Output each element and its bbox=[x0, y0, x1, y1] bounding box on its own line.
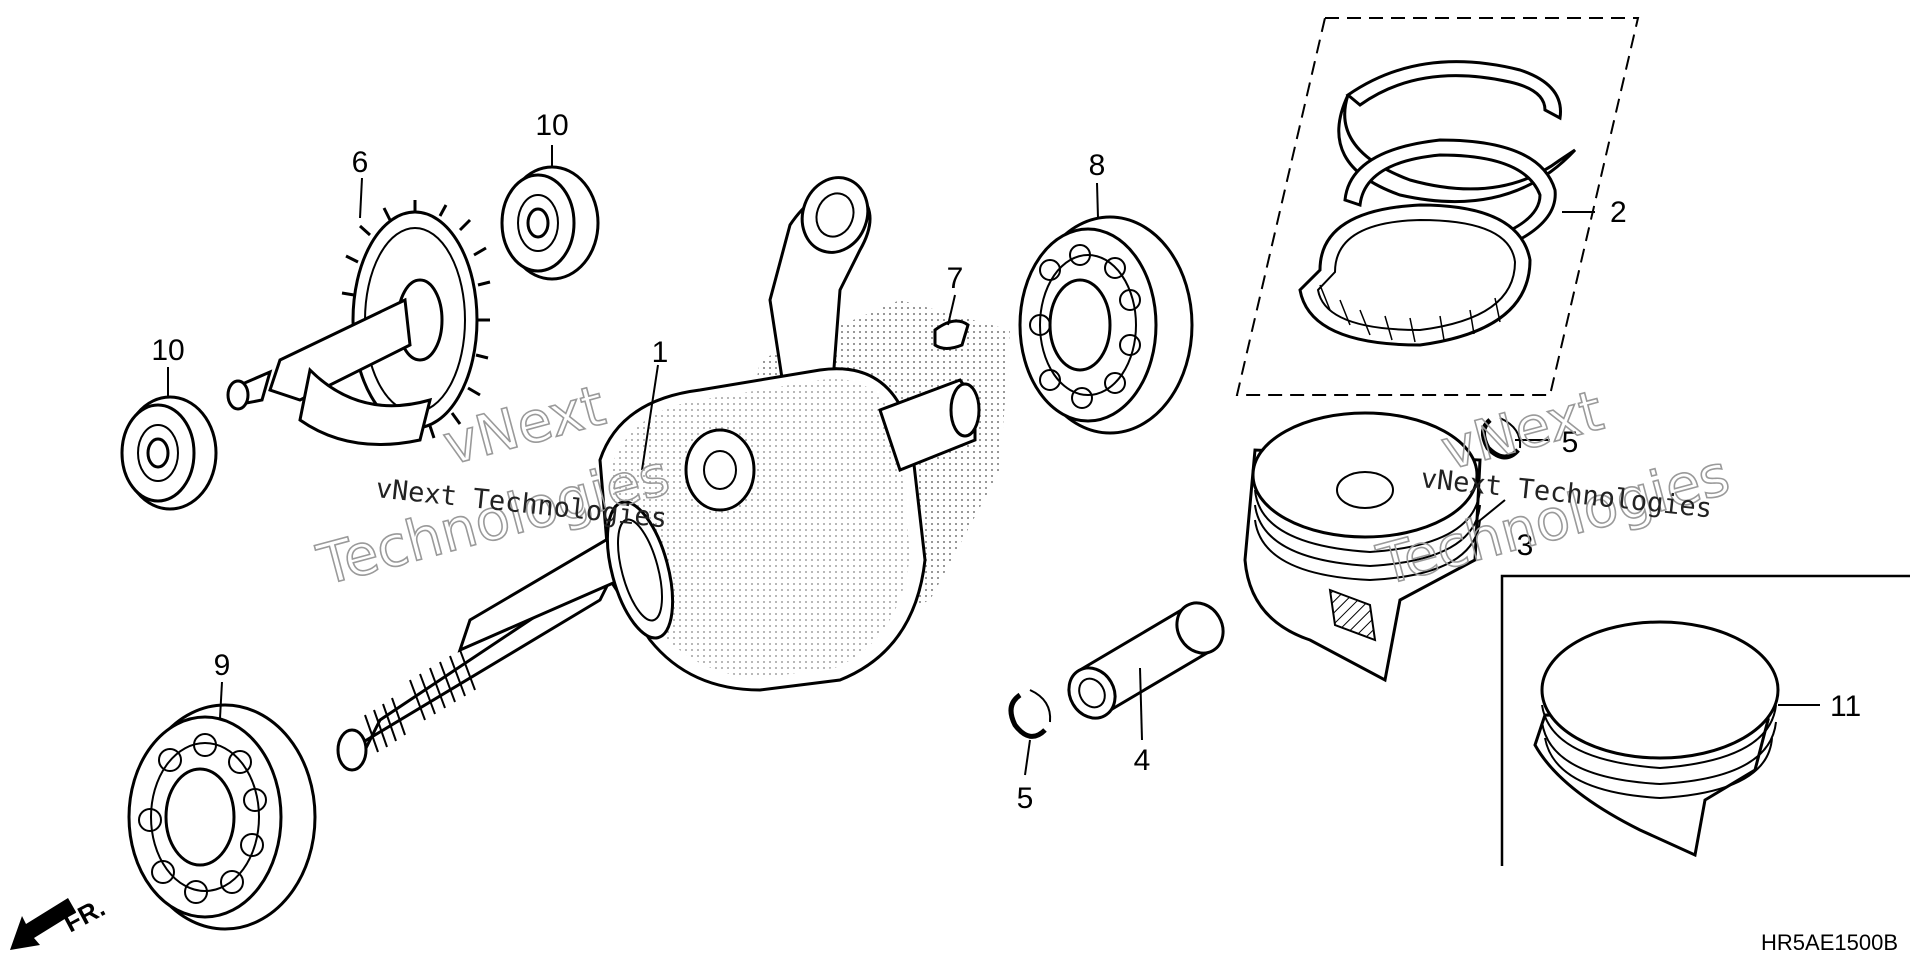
callout-6: 6 bbox=[352, 146, 369, 179]
callout-11: 11 bbox=[1830, 690, 1861, 723]
piston-3[interactable] bbox=[1243, 411, 1482, 683]
piston-pin-4[interactable] bbox=[1060, 594, 1232, 726]
callout-4: 4 bbox=[1134, 744, 1151, 777]
crankshaft-assembly[interactable] bbox=[336, 168, 1010, 772]
bearing-10-upper[interactable] bbox=[500, 165, 600, 281]
drawing-code: HR5AE1500B bbox=[1761, 930, 1898, 955]
watermark-right: vNext Technologies vNext Technologies bbox=[1370, 378, 1737, 600]
woodruff-key-7[interactable] bbox=[933, 319, 970, 350]
balancer-shaft-gear[interactable] bbox=[226, 200, 491, 446]
arrow-down-left-icon bbox=[10, 898, 76, 950]
callout-2: 2 bbox=[1610, 196, 1627, 229]
piston-ring-set-2[interactable] bbox=[1235, 17, 1640, 396]
bearing-8[interactable] bbox=[1018, 215, 1194, 435]
callout-7: 7 bbox=[947, 262, 964, 295]
inset-piston-11[interactable] bbox=[1500, 574, 1910, 866]
piston-pin-clip-5-upper[interactable] bbox=[1481, 417, 1522, 460]
piston-pin-clip-5-lower[interactable] bbox=[1008, 689, 1052, 739]
callout-5-upper: 5 bbox=[1562, 426, 1579, 459]
bearing-10-lower[interactable] bbox=[120, 395, 218, 511]
callout-labels: 1 2 3 4 5 5 6 7 8 9 10 10 11 bbox=[151, 109, 1861, 815]
callout-3: 3 bbox=[1517, 529, 1534, 562]
callout-10-lower: 10 bbox=[151, 334, 184, 367]
bearing-9[interactable] bbox=[127, 703, 317, 931]
callout-10-upper: 10 bbox=[535, 109, 568, 142]
callout-5-lower: 5 bbox=[1017, 782, 1034, 815]
callout-8: 8 bbox=[1089, 149, 1106, 182]
callout-9: 9 bbox=[214, 649, 231, 682]
front-direction-marker: FR. bbox=[10, 892, 110, 950]
leader-lines bbox=[167, 145, 1820, 776]
callout-1: 1 bbox=[652, 336, 669, 369]
